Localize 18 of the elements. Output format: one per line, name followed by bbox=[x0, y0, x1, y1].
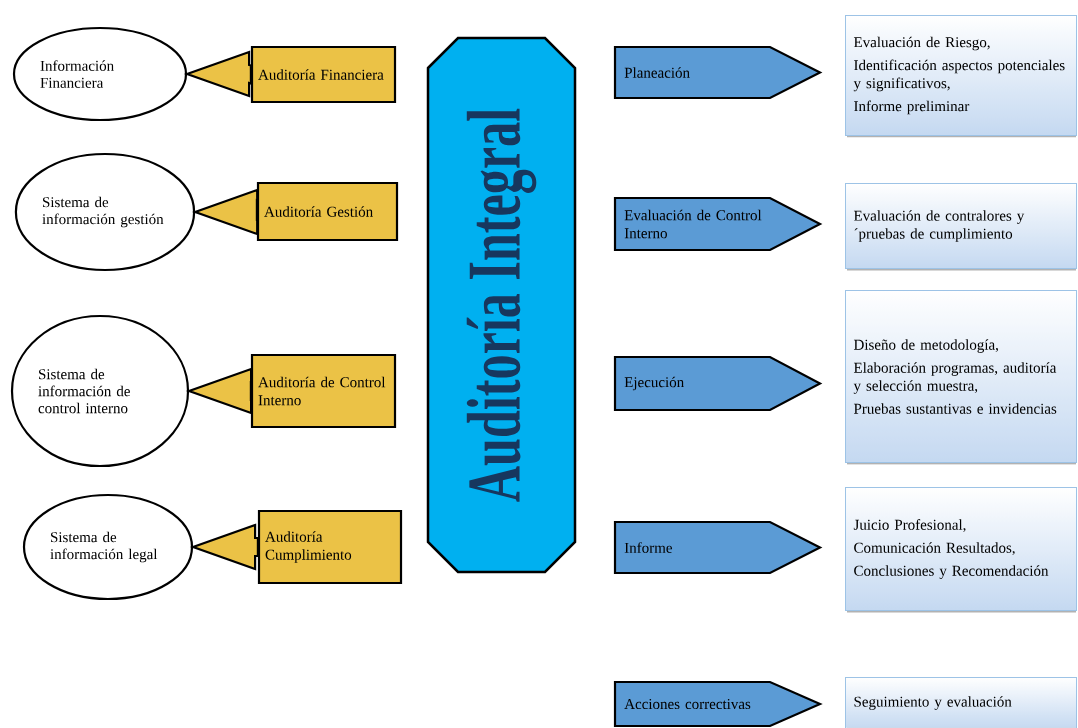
ellipse-node: Sistema de información de control interno bbox=[10, 314, 190, 468]
description-box: Evaluación de Riesgo, Identificación aspectos potenciales y significativos, Informe preliminar bbox=[845, 15, 1077, 138]
category-box: Auditoría de Control Interno bbox=[250, 353, 397, 429]
block-arrow bbox=[185, 367, 253, 415]
category-box: Auditoría Financiera bbox=[250, 45, 397, 104]
description-box: Seguimiento y evaluación bbox=[845, 677, 1077, 728]
description-box: Diseño de metodología, Elaboración programas, auditoría y selección muestra, Pruebas sustantivas e invidencias bbox=[845, 290, 1077, 465]
category-box: Auditoría Cumplimiento bbox=[257, 509, 403, 585]
description-box: Juicio Profesional, Comunicación Resultados, Conclusiones y Recomendación bbox=[845, 487, 1077, 613]
title-banner: Auditoría Integral bbox=[426, 36, 577, 574]
block-arrow bbox=[183, 50, 252, 98]
ellipse-node: Sistema de información gestión bbox=[14, 152, 196, 272]
ellipse-node: Información Financiera bbox=[12, 26, 188, 122]
block-arrow bbox=[189, 523, 259, 571]
block-arrow bbox=[191, 188, 259, 236]
category-box: Auditoría Gestión bbox=[256, 181, 399, 242]
ellipse-node: Sistema de información legal bbox=[22, 493, 194, 601]
description-box: Evaluación de contralores y ´pruebas de cumplimiento bbox=[845, 183, 1077, 271]
